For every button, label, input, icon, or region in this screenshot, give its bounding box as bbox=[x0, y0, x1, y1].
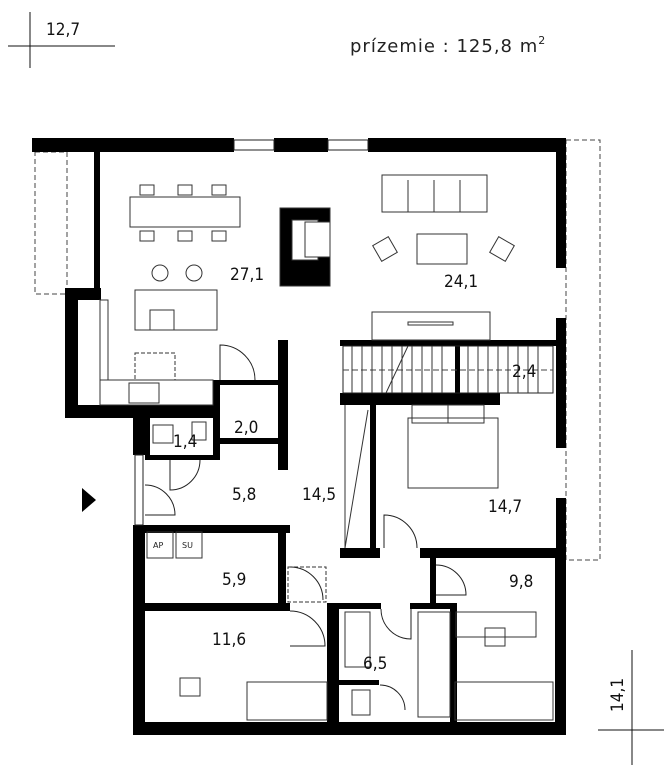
room-area-utility: 5,9 bbox=[222, 570, 246, 590]
room-area-dining-kitchen: 27,1 bbox=[230, 265, 264, 285]
room-area-bedroom-3: 11,6 bbox=[212, 630, 246, 650]
dimension-side-label: 14,1 bbox=[608, 678, 628, 712]
doors bbox=[144, 344, 467, 711]
terrace-right bbox=[565, 139, 601, 561]
terrace-left bbox=[34, 151, 68, 295]
room-area-living: 24,1 bbox=[444, 272, 478, 292]
appliance-ap bbox=[146, 531, 174, 559]
walls bbox=[32, 138, 566, 735]
furniture bbox=[99, 174, 554, 721]
staircase bbox=[342, 345, 554, 549]
dimension-marker-top bbox=[8, 12, 115, 68]
entrance-arrow-icon bbox=[82, 488, 96, 512]
appliance-ap-label: AP bbox=[153, 541, 163, 550]
room-area-hall: 14,5 bbox=[302, 485, 336, 505]
dimension-top-label: 12,7 bbox=[46, 20, 80, 40]
dimension-marker-side bbox=[598, 650, 664, 765]
room-area-wc: 1,4 bbox=[173, 432, 197, 452]
appliance-su bbox=[175, 531, 203, 559]
room-area-bedroom-2: 9,8 bbox=[509, 572, 533, 592]
floor-title: prízemie : 125,8 m2 bbox=[350, 34, 546, 57]
appliance-su-label: SU bbox=[182, 541, 193, 550]
room-area-bathroom: 6,5 bbox=[363, 654, 387, 674]
room-area-storage: 2,0 bbox=[234, 418, 258, 438]
room-area-stairs: 2,4 bbox=[512, 362, 536, 382]
room-area-entry: 5,8 bbox=[232, 485, 256, 505]
room-area-master-bedroom: 14,7 bbox=[488, 497, 522, 517]
